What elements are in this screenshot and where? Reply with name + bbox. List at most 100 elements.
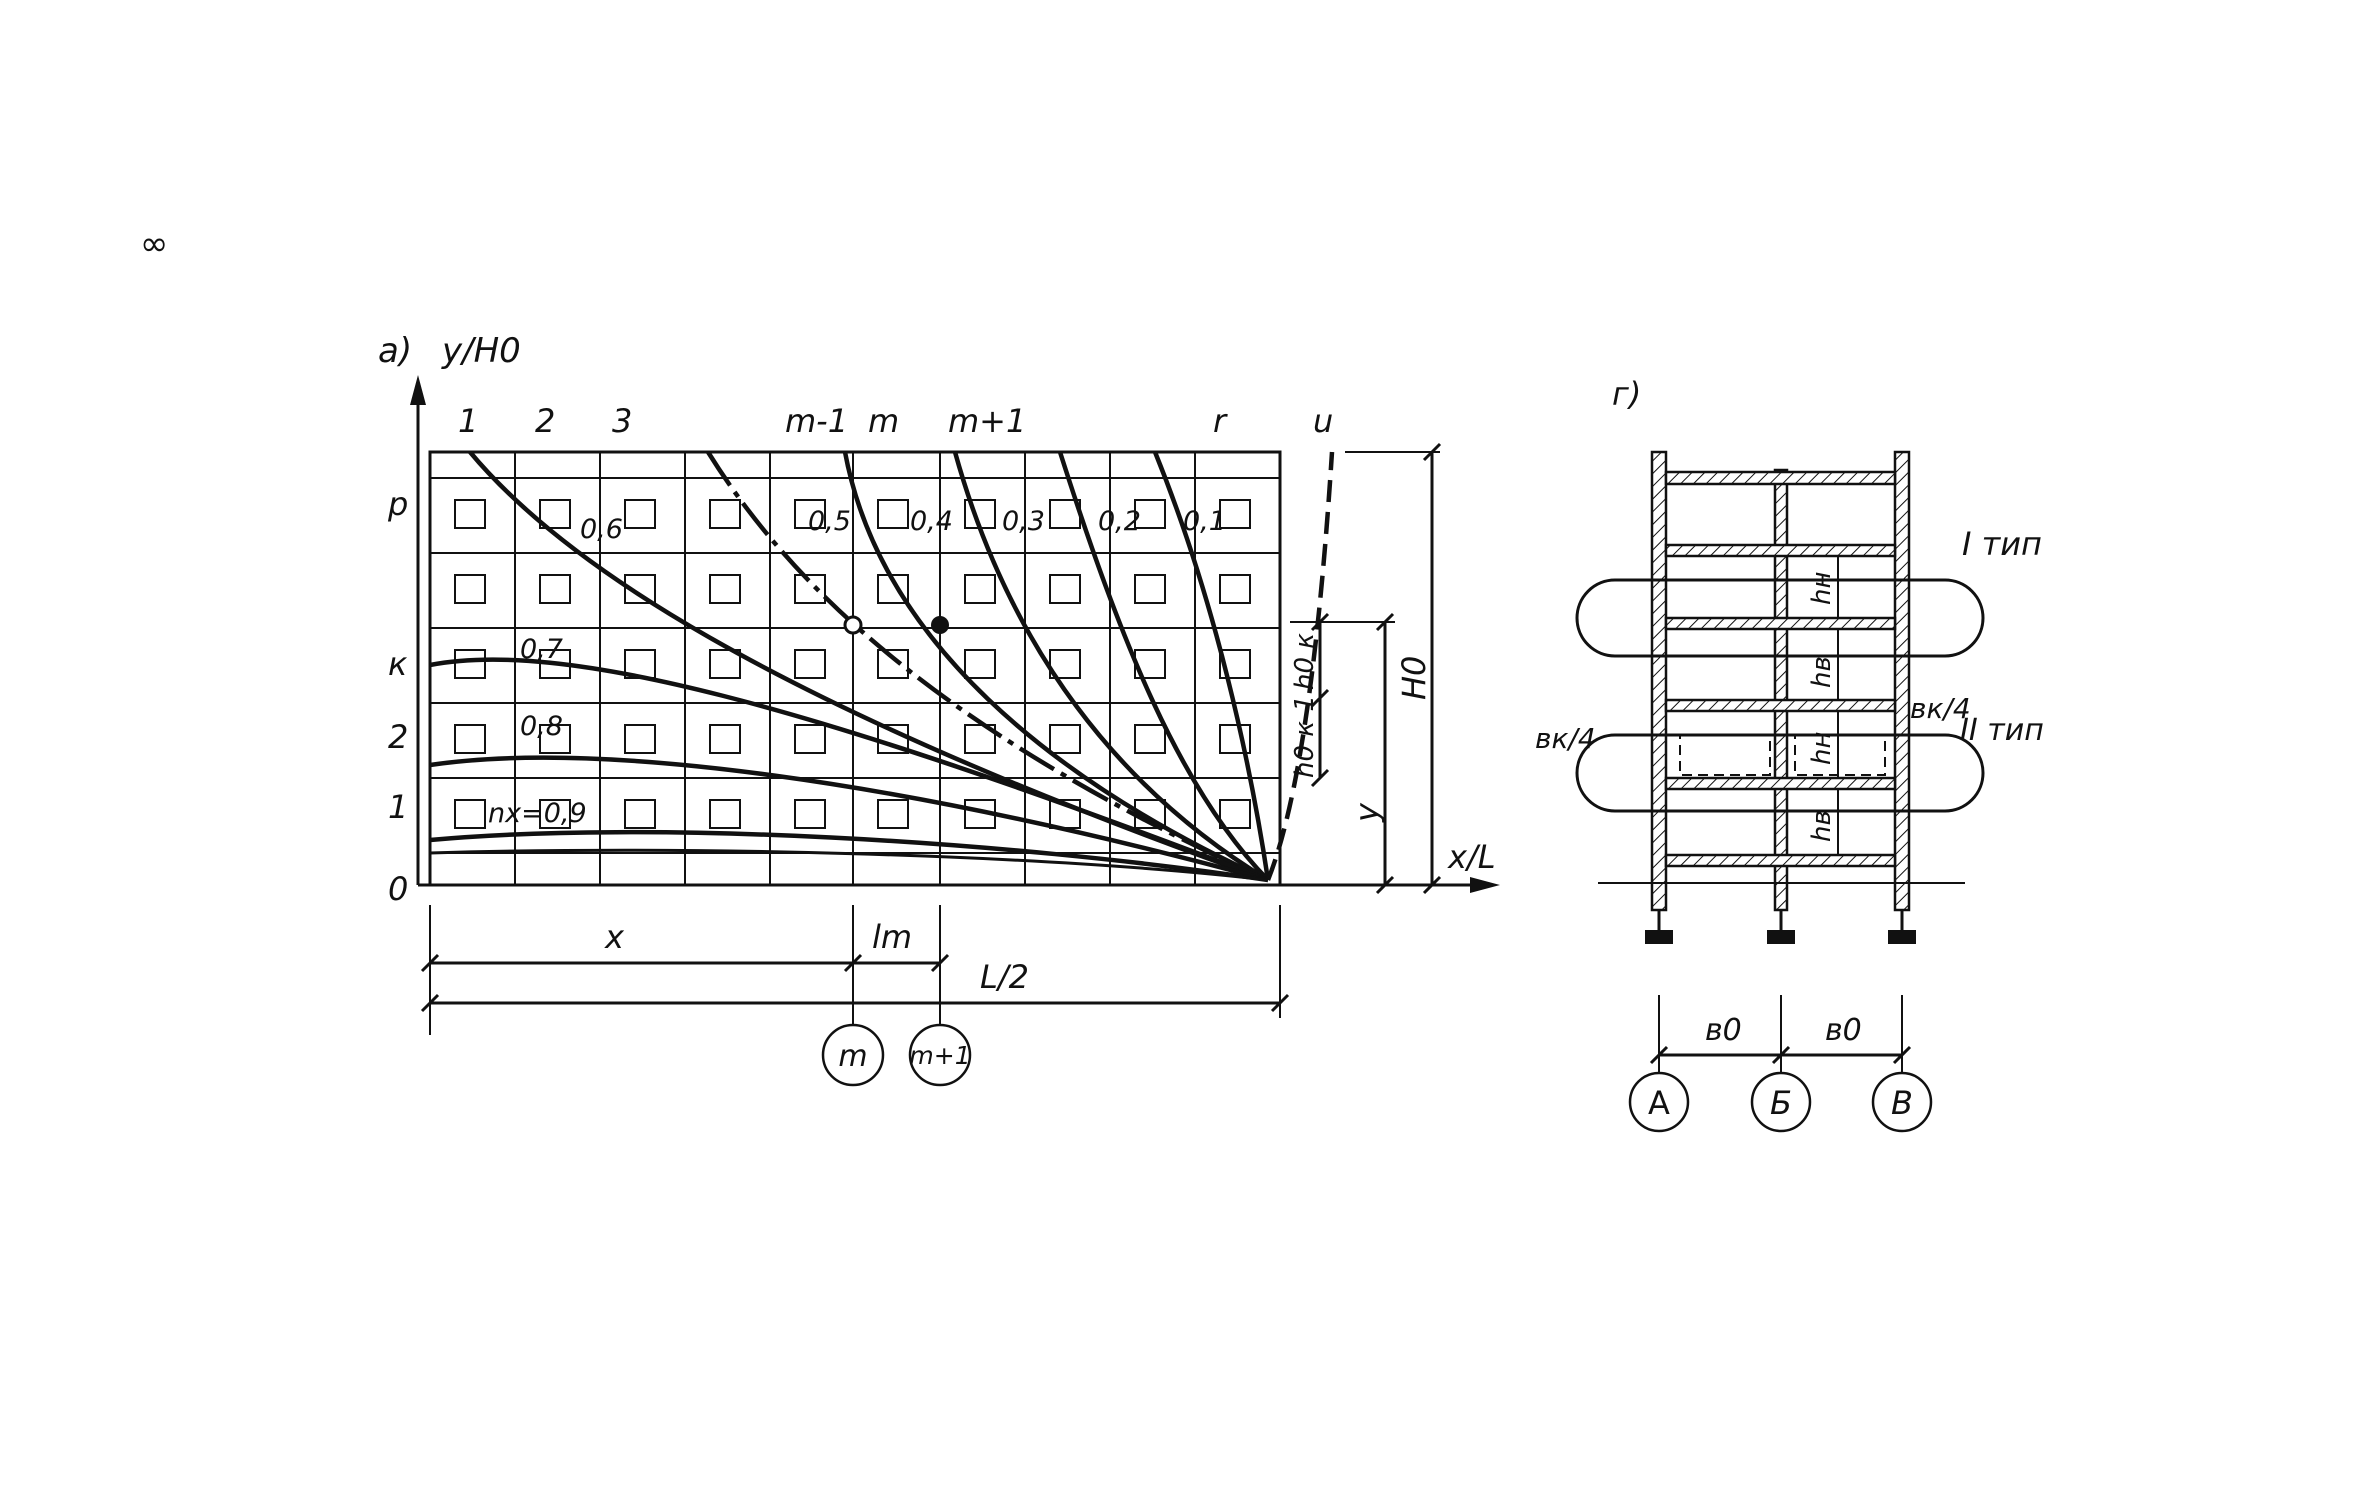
dim-tick: [1310, 612, 1330, 632]
window: [539, 499, 571, 529]
dim-tick: [1270, 993, 1290, 1013]
x-axis-label: x/L: [1447, 838, 1496, 876]
node-label-m: m: [838, 1039, 867, 1074]
col-label-m: m: [868, 402, 899, 440]
dim-tick: [1375, 612, 1395, 632]
window: [1219, 799, 1251, 829]
window: [709, 649, 741, 679]
dim-label-lm: lm: [872, 918, 912, 956]
isoline-base: [429, 848, 1269, 882]
foundation: [1767, 930, 1795, 944]
window: [454, 574, 486, 604]
dim-tick: [1771, 1045, 1791, 1065]
page-mark: ∞: [140, 224, 168, 264]
axis-label-v: В: [1891, 1084, 1913, 1122]
h-label: hв: [1807, 656, 1837, 688]
slab: [1664, 543, 1897, 558]
foundation: [1645, 930, 1673, 944]
node-m+1: [908, 1023, 972, 1087]
window-door: [624, 724, 656, 754]
slab: [1664, 853, 1897, 868]
dim-tick: [1310, 768, 1330, 788]
bk-label-right: вк/4: [1910, 692, 1971, 725]
dim-label-L2: L/2: [980, 958, 1029, 996]
wind-profile-u: [1265, 451, 1335, 881]
axis-bubble-a: [1628, 1071, 1690, 1133]
window: [964, 649, 996, 679]
window: [877, 649, 909, 679]
foundation: [1888, 930, 1916, 944]
room-dashed: [1679, 734, 1771, 776]
curve-label: 0,2: [1098, 506, 1141, 537]
span-label: в0: [1705, 1013, 1742, 1048]
fig-a-panel-label: а): [378, 331, 412, 371]
isoline-0-7: [429, 657, 1269, 883]
row-label-p: p: [387, 485, 408, 523]
window: [709, 499, 741, 529]
col-label-m+1: m+1: [948, 402, 1026, 440]
isoline-0-9: [429, 829, 1269, 883]
h-label: hн: [1807, 572, 1837, 605]
curve-label: 0,4: [910, 506, 953, 537]
dim-tick: [1375, 875, 1395, 895]
slab: [1664, 698, 1897, 713]
span-label: в0: [1825, 1013, 1862, 1048]
axis-label-a: А: [1648, 1084, 1670, 1122]
window: [539, 574, 571, 604]
window: [454, 724, 486, 754]
dim-label-h0-k: h0 к: [1290, 633, 1320, 690]
node-label-m+1: m+1: [909, 1041, 970, 1070]
room-dashed: [1794, 734, 1886, 776]
window: [1219, 649, 1251, 679]
dim-tick: [1422, 875, 1442, 895]
col-label-r: r: [1213, 402, 1228, 440]
dim-label-H0: H0: [1395, 656, 1433, 700]
type-i-zone: [1575, 578, 1985, 658]
dim-label-y: y: [1348, 802, 1386, 823]
window: [794, 649, 826, 679]
x-axis-arrow: [1470, 877, 1500, 893]
window: [709, 574, 741, 604]
dim-tick: [420, 953, 440, 973]
window: [1134, 724, 1166, 754]
window: [709, 724, 741, 754]
window-door: [624, 574, 656, 604]
window: [964, 574, 996, 604]
window: [454, 499, 486, 529]
window: [877, 799, 909, 829]
dim-tick: [1649, 1045, 1669, 1065]
isoline-0-1: [1152, 451, 1271, 881]
window: [794, 499, 826, 529]
figure-a: а) y/H0 x/L 1 2 3 m-1 m m+1 r u p к 2 1 …: [378, 331, 1500, 1087]
curve-label: nx=0,9: [488, 798, 587, 829]
row-label-0: 0: [388, 870, 408, 908]
point-m+1-filled: [931, 616, 949, 634]
window-door: [624, 799, 656, 829]
col-label-1: 1: [458, 402, 478, 440]
window-door: [624, 499, 656, 529]
dim-tick: [1892, 1045, 1912, 1065]
building-outline: [428, 450, 1282, 887]
isoline-0-3: [952, 451, 1270, 882]
window: [1134, 499, 1166, 529]
window: [794, 574, 826, 604]
col-label-3: 3: [612, 402, 632, 440]
column-a: [1650, 450, 1668, 912]
window: [539, 724, 571, 754]
column-b: [1773, 468, 1789, 912]
axis-label-b: Б: [1770, 1084, 1792, 1122]
window: [964, 724, 996, 754]
isoline-0-5: [706, 450, 1269, 883]
dim-tick: [930, 953, 950, 973]
row-label-2: 2: [388, 718, 408, 756]
window: [1219, 724, 1251, 754]
curve-label: 0,8: [520, 711, 563, 742]
isoline-0-2: [1057, 451, 1270, 882]
row-label-1: 1: [388, 788, 408, 826]
window: [1049, 574, 1081, 604]
curve-label: 0,3: [1002, 506, 1045, 537]
window: [1134, 574, 1166, 604]
h-label: hв: [1807, 810, 1837, 842]
dim-label-h0-k-1: h0 к-1: [1290, 695, 1320, 778]
